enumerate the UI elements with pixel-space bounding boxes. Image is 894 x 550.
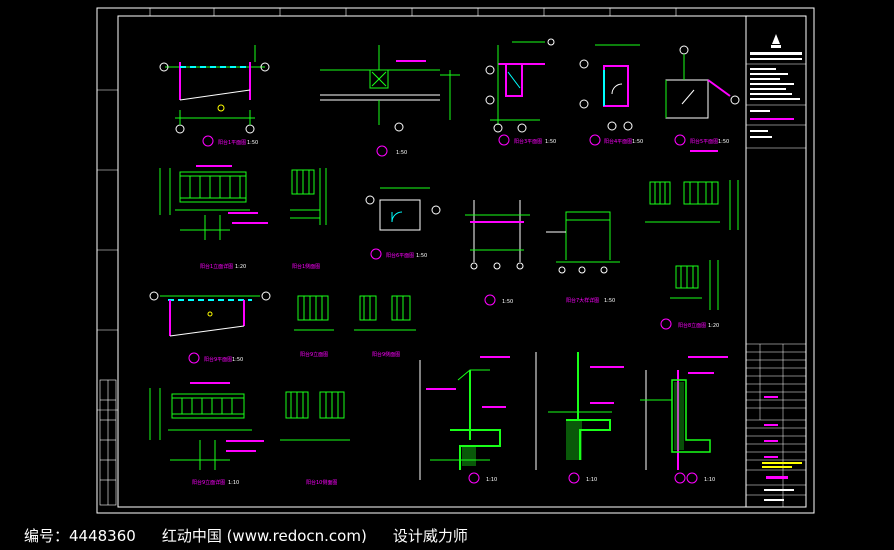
svg-text:阳台1立面详图: 阳台1立面详图 <box>200 263 233 270</box>
scale-label-12: 1:10 <box>228 480 239 486</box>
footer-id: 编号：4448360 <box>24 526 136 545</box>
elevation-2 <box>290 168 327 225</box>
outer-frame <box>96 7 815 514</box>
scale-label-7: 1:50 <box>416 253 427 259</box>
detail-2 <box>320 45 460 132</box>
scale-label-3: 1:50 <box>545 139 556 145</box>
section-detail-c <box>640 370 711 470</box>
title-block <box>745 34 807 508</box>
scale-label-10: 1:20 <box>708 323 719 329</box>
svg-text:阳台9平面图: 阳台9平面图 <box>204 356 232 363</box>
section-detail-a <box>419 360 501 480</box>
svg-text:阳台10侧面图: 阳台10侧面图 <box>306 479 337 486</box>
scale-label-11: 1:50 <box>232 357 243 363</box>
elevation-1 <box>159 168 250 240</box>
plan-4 <box>579 44 640 131</box>
footer-author: 设计威力师 <box>392 526 468 545</box>
svg-text:阳台9立面详图: 阳台9立面详图 <box>192 479 225 486</box>
svg-text:阳台1平面图: 阳台1平面图 <box>218 139 246 146</box>
section-detail-b <box>535 352 612 470</box>
left-stamp-table <box>99 379 117 506</box>
plan-5 <box>665 45 740 119</box>
detail-8 <box>546 211 620 274</box>
elevation-7 <box>280 391 350 441</box>
svg-text:阳台4平面图: 阳台4平面图 <box>604 138 632 145</box>
svg-text:阳台9侧面图: 阳台9侧面图 <box>372 351 400 358</box>
logo-icon <box>771 34 781 48</box>
footer-site: 红动中国 (www.redocn.com) <box>161 526 367 545</box>
inner-frame <box>117 15 807 508</box>
scale-label-5: 1:50 <box>718 139 729 145</box>
elevation-6 <box>149 388 252 470</box>
scale-label-8: 1:50 <box>502 299 513 305</box>
svg-text:阳台9立面图: 阳台9立面图 <box>300 351 328 358</box>
elevation-3 <box>645 180 739 230</box>
plan-3 <box>485 38 555 133</box>
scale-label-13: 1:10 <box>486 477 497 483</box>
scale-label-15: 1:10 <box>704 477 715 483</box>
elevation-5 <box>294 295 416 331</box>
svg-text:阳台1侧面图: 阳台1侧面图 <box>292 263 320 270</box>
scale-label-4: 1:50 <box>632 139 643 145</box>
scale-label-9: 1:50 <box>604 298 615 304</box>
scale-label-14: 1:10 <box>586 477 597 483</box>
section-7 <box>465 200 530 270</box>
svg-text:阳台8立面图: 阳台8立面图 <box>678 322 706 329</box>
plan-1 <box>159 45 270 134</box>
svg-text:阳台3平面图: 阳台3平面图 <box>514 138 542 145</box>
svg-text:阳台7大样详图: 阳台7大样详图 <box>566 297 599 304</box>
plan-detail-6 <box>365 187 441 231</box>
svg-text:阳台6平面图: 阳台6平面图 <box>386 252 414 259</box>
watermark-footer: 编号：4448360 红动中国 (www.redocn.com) 设计威力师 <box>0 520 894 550</box>
scale-label-6: 1:20 <box>235 264 246 270</box>
svg-text:阳台5平面图: 阳台5平面图 <box>690 138 718 145</box>
plan-9 <box>149 291 271 337</box>
scale-label-1: 1:50 <box>247 140 258 146</box>
elevation-4 <box>670 260 719 310</box>
scale-label-2: 1:50 <box>396 150 407 156</box>
